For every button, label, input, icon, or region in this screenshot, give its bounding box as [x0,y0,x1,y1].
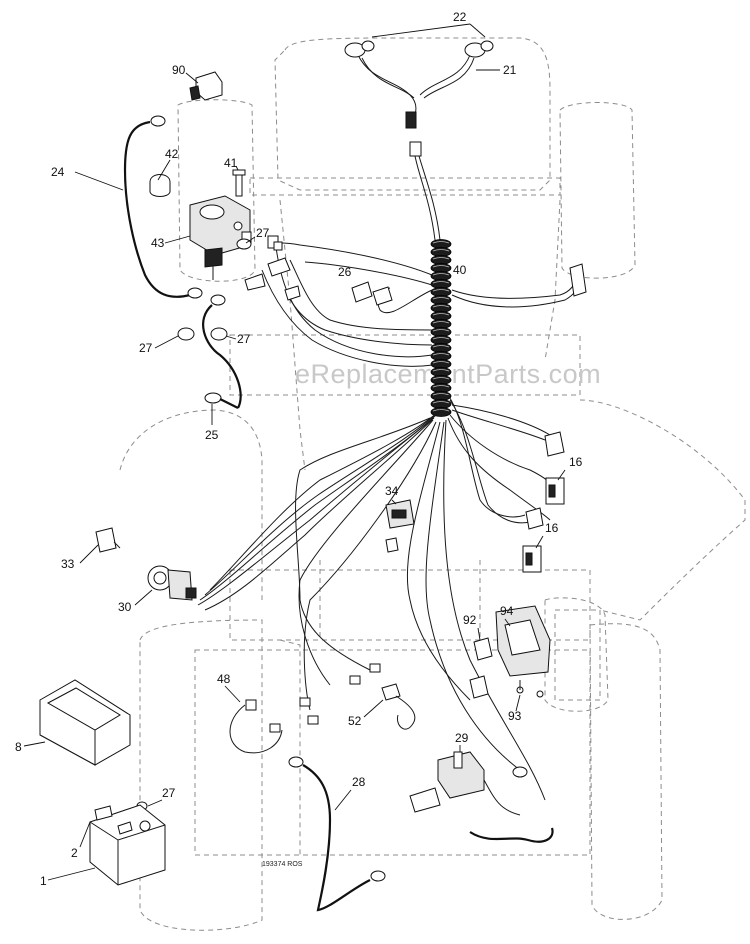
loom-highlight [432,361,450,364]
callout-28: 28 [352,775,366,789]
callout-29: 29 [455,731,469,745]
callout-16-lower: 16 [545,521,559,535]
loom-highlight [432,385,450,388]
loom-highlight [432,281,450,284]
loom-highlight [432,345,450,348]
callout-16-upper: 16 [569,455,583,469]
callout-43: 43 [151,236,165,250]
loom-highlight [432,329,450,332]
part-43-solenoid [189,195,252,280]
callout-27-left: 27 [139,341,153,355]
callout-21: 21 [503,63,517,77]
callout-labels: 22 21 90 24 42 41 43 27 26 40 27 27 25 1… [15,10,583,888]
callout-48: 48 [217,672,231,686]
loom-highlight [432,265,450,268]
loom-highlight [432,337,450,340]
loom-highlight [432,305,450,308]
part-30-ignition-switch [147,565,197,601]
callout-41: 41 [224,156,238,170]
callout-93: 93 [508,709,522,723]
loom-highlight [432,249,450,252]
callout-27-battery: 27 [162,786,176,800]
part-41-bolt [232,169,246,197]
part-8-battery-box [39,679,131,766]
callout-2: 2 [71,846,78,860]
loose-connectors [269,663,381,733]
part-28-cable [288,756,386,912]
drawing-number: 193374 ROS [262,861,303,868]
part-29-seat-switch [409,751,554,843]
callout-34: 34 [385,484,399,498]
part-90-connector [189,71,223,101]
callout-8: 8 [15,740,22,754]
part-42-cap [149,174,171,197]
callout-40: 40 [453,263,467,277]
callout-25: 25 [205,428,219,442]
loom-highlight [432,321,450,324]
loom-highlight [432,273,450,276]
loom-highlight [432,297,450,300]
callout-26: 26 [338,265,352,279]
callout-33: 33 [61,557,75,571]
part-1-battery [89,804,166,886]
callout-42: 42 [165,147,179,161]
part-52-connector [381,683,416,730]
main-harness-loom [430,239,452,420]
loom-highlight [432,393,450,396]
loom-highlight [432,353,450,356]
part-26-connectors [351,281,393,306]
callout-94: 94 [500,604,514,618]
callout-24: 24 [51,165,65,179]
leader-lines [23,23,566,881]
callout-1: 1 [40,874,47,888]
part-25-ground-cable [202,294,242,409]
callout-90: 90 [172,63,186,77]
loom-highlight [432,401,450,404]
part-33-relay [95,527,121,553]
right-upper-connector [569,263,587,297]
callout-30: 30 [118,600,132,614]
part-34-switch [385,499,415,553]
callout-22: 22 [453,10,467,24]
callout-27-right: 27 [237,332,251,346]
headlight-assembly [344,40,494,241]
callout-52: 52 [348,714,362,728]
loom-highlight [432,313,450,316]
tractor-outline [119,37,746,931]
part-27-nuts [136,238,252,811]
loom-highlight [432,257,450,260]
loom-highlight [432,241,450,244]
part-92-94-93-group [469,605,551,699]
loom-highlight [432,289,450,292]
part-24-battery-cable [123,115,203,299]
loom-highlight [432,409,450,412]
part-48-connector [229,699,283,754]
loom-highlight [432,369,450,372]
loom-highlight [432,377,450,380]
callout-92: 92 [463,613,477,627]
harness-branches [197,239,581,801]
callout-27-upper: 27 [256,226,270,240]
part-16-switches [522,431,565,573]
solenoid-connectors [244,235,301,301]
